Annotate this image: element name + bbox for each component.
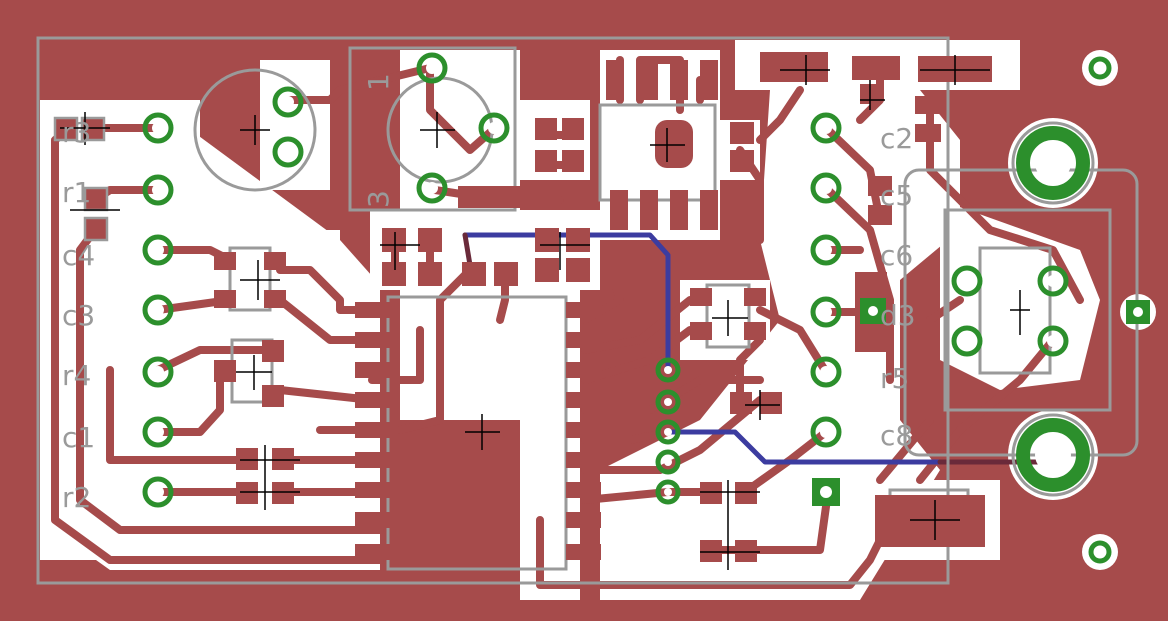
label-c1: c1 xyxy=(62,421,95,454)
via-ring-icon xyxy=(1088,56,1112,80)
via-ring-icon xyxy=(810,234,842,266)
via-ring-icon xyxy=(810,356,842,388)
via-ring-icon xyxy=(951,265,983,297)
crosshair-icon xyxy=(60,55,1030,570)
label-r1: r1 xyxy=(62,176,91,209)
square-pad-icon xyxy=(1126,300,1150,324)
label-d3: d3 xyxy=(880,299,916,332)
component-labels: r3 r1 c4 c3 r4 c1 r2 c2 c5 c6 d3 r5 c8 1… xyxy=(62,73,916,514)
via-ring-icon xyxy=(655,389,681,415)
via-ring-icon xyxy=(142,356,174,388)
via-ring-icon xyxy=(655,357,681,383)
via-ring-icon xyxy=(1037,325,1069,357)
via-ring-icon xyxy=(1088,540,1112,564)
via-ring-icon xyxy=(655,449,681,475)
label-c2: c2 xyxy=(880,122,913,155)
via-ring-icon xyxy=(142,174,174,206)
via-ring-icon xyxy=(810,172,842,204)
via-ring-icon xyxy=(416,172,448,204)
via-ring-icon xyxy=(142,476,174,508)
label-pot-pin1: 1 xyxy=(362,73,395,91)
smd-pads xyxy=(53,52,992,562)
via-ring-icon xyxy=(416,52,448,84)
label-r3: r3 xyxy=(62,116,91,149)
via-ring-icon xyxy=(810,416,842,448)
via-ring-icon xyxy=(655,419,681,445)
label-r2: r2 xyxy=(62,481,91,514)
via-ring-icon xyxy=(1037,265,1069,297)
label-r4: r4 xyxy=(62,359,91,392)
through-hole-pads xyxy=(142,52,1150,564)
label-c3: c3 xyxy=(62,299,95,332)
mount-hole-icon xyxy=(1016,126,1090,200)
label-pot-pin3: 3 xyxy=(362,190,395,208)
via-ring-icon xyxy=(142,234,174,266)
via-ring-icon xyxy=(810,296,842,328)
label-c8: c8 xyxy=(880,419,913,452)
label-c6: c6 xyxy=(880,239,913,272)
square-pad-icon xyxy=(860,298,886,324)
via-ring-icon xyxy=(142,112,174,144)
via-ring-icon xyxy=(655,479,681,505)
label-c5: c5 xyxy=(880,179,913,212)
label-r5: r5 xyxy=(880,362,909,395)
label-c4: c4 xyxy=(62,239,95,272)
via-ring-icon xyxy=(142,416,174,448)
via-ring-icon xyxy=(478,112,510,144)
via-ring-icon xyxy=(810,112,842,144)
mount-hole-icon xyxy=(1016,418,1090,492)
via-ring-icon xyxy=(142,294,174,326)
square-pad-icon xyxy=(812,478,840,506)
via-ring-icon xyxy=(272,136,304,168)
via-ring-icon xyxy=(272,86,304,118)
via-ring-icon xyxy=(951,325,983,357)
